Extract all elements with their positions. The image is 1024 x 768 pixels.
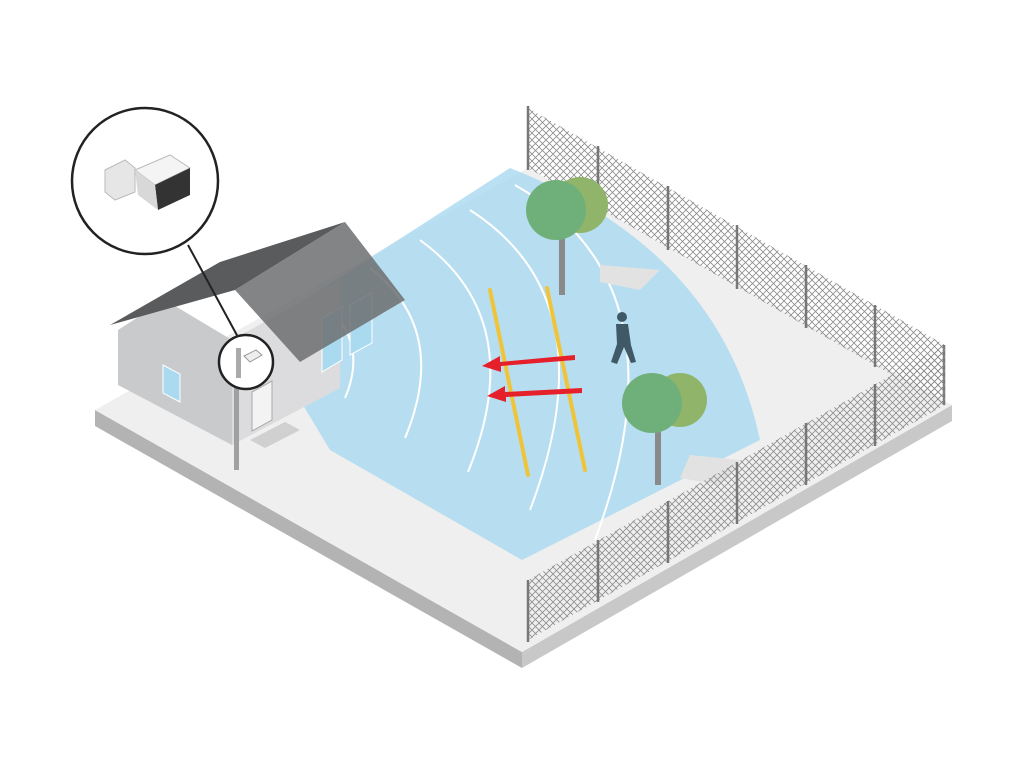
arrow-icon	[482, 355, 582, 402]
camera-callout	[70, 106, 275, 391]
virtual-poles	[488, 286, 587, 477]
front-fence	[526, 345, 945, 642]
person-icon	[611, 312, 636, 364]
camera-icon	[104, 154, 192, 210]
house	[110, 222, 405, 470]
